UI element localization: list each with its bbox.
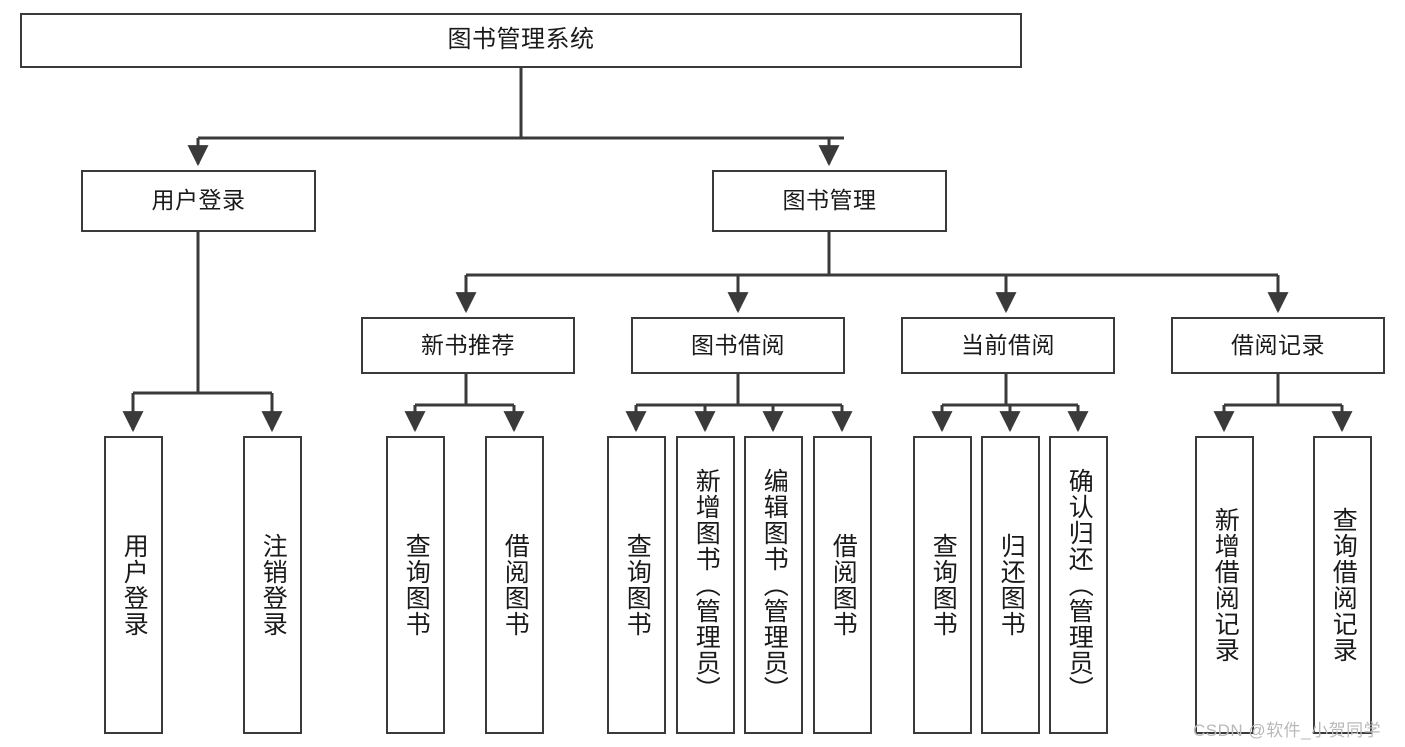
node-leaf-logout-login[interactable]: 注销登录 [243, 436, 302, 734]
node-book-borrow-label: 图书借阅 [691, 331, 785, 358]
node-leaf-add-book[interactable]: 新增图书（管理员） [676, 436, 735, 734]
node-leaf-confirm-return[interactable]: 确认归还（管理员） [1049, 436, 1108, 734]
node-new-book-recommend-label: 新书推荐 [421, 331, 515, 358]
node-user-login-label: 用户登录 [151, 187, 246, 214]
node-leaf-add-borrow-record-label: 新增借阅记录 [1211, 507, 1240, 663]
node-leaf-user-login[interactable]: 用户登录 [104, 436, 163, 734]
node-leaf-query-book-1[interactable]: 查询图书 [386, 436, 445, 734]
node-leaf-query-book-3[interactable]: 查询图书 [913, 436, 972, 734]
node-leaf-user-login-label: 用户登录 [120, 533, 149, 637]
node-leaf-return-book[interactable]: 归还图书 [981, 436, 1040, 734]
node-leaf-borrow-book-2[interactable]: 借阅图书 [813, 436, 872, 734]
node-leaf-edit-book-label: 编辑图书（管理员） [760, 468, 789, 702]
node-leaf-query-book-3-label: 查询图书 [929, 533, 958, 637]
node-leaf-query-book-2[interactable]: 查询图书 [607, 436, 666, 734]
node-leaf-borrow-book-1-label: 借阅图书 [501, 533, 530, 637]
node-root-system[interactable]: 图书管理系统 [20, 13, 1022, 68]
node-book-management-label: 图书管理 [782, 187, 877, 214]
node-leaf-borrow-book-2-label: 借阅图书 [829, 533, 858, 637]
node-leaf-confirm-return-label: 确认归还（管理员） [1065, 468, 1094, 702]
node-leaf-query-borrow-record[interactable]: 查询借阅记录 [1313, 436, 1372, 734]
node-root-system-label: 图书管理系统 [447, 26, 595, 54]
node-leaf-query-book-2-label: 查询图书 [623, 533, 652, 637]
node-leaf-logout-login-label: 注销登录 [259, 533, 288, 637]
node-leaf-edit-book[interactable]: 编辑图书（管理员） [744, 436, 803, 734]
node-current-borrow-label: 当前借阅 [961, 331, 1055, 358]
node-leaf-borrow-book-1[interactable]: 借阅图书 [485, 436, 544, 734]
node-user-login[interactable]: 用户登录 [81, 170, 316, 232]
node-new-book-recommend[interactable]: 新书推荐 [361, 317, 575, 374]
node-borrow-record[interactable]: 借阅记录 [1171, 317, 1385, 374]
node-leaf-query-book-1-label: 查询图书 [402, 533, 431, 637]
node-book-management[interactable]: 图书管理 [712, 170, 947, 232]
node-leaf-add-borrow-record[interactable]: 新增借阅记录 [1195, 436, 1254, 734]
node-book-borrow[interactable]: 图书借阅 [631, 317, 845, 374]
csdn-watermark: CSDN @软件_小贺同学 [1193, 721, 1382, 740]
node-leaf-return-book-label: 归还图书 [997, 533, 1026, 637]
node-borrow-record-label: 借阅记录 [1231, 331, 1325, 358]
node-current-borrow[interactable]: 当前借阅 [901, 317, 1115, 374]
node-leaf-add-book-label: 新增图书（管理员） [692, 468, 721, 702]
node-leaf-query-borrow-record-label: 查询借阅记录 [1329, 507, 1358, 663]
